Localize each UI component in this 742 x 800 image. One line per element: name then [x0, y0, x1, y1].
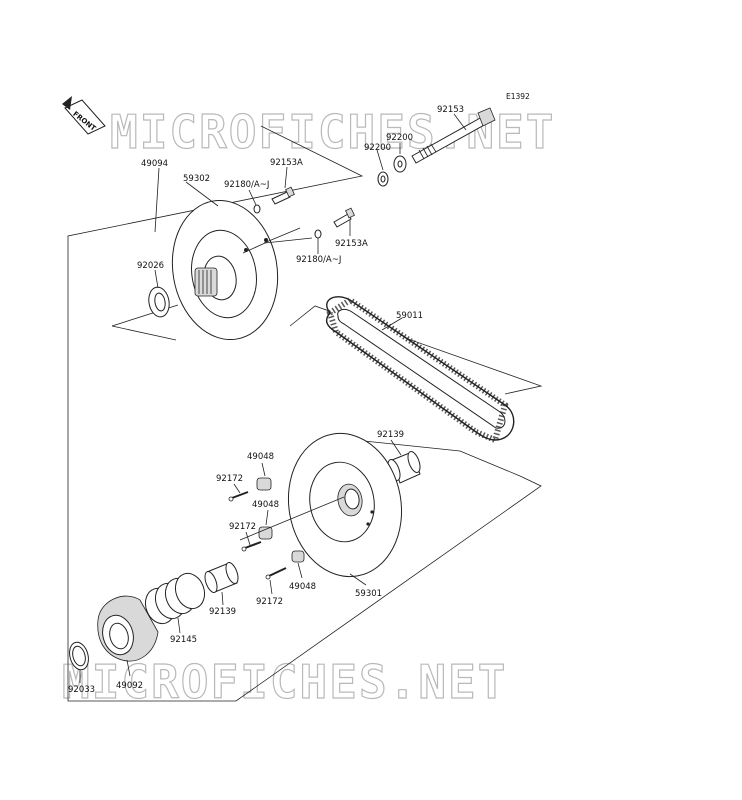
pin-92172-c [265, 567, 287, 580]
callout-92153A-b: 92153A [335, 239, 368, 249]
front-arrow-icon: FRONT [62, 96, 106, 135]
watermark-bottom: MICROFICHES.NET [62, 655, 507, 709]
movable-sheave-59301 [287, 432, 403, 578]
callout-92033: 92033 [68, 685, 95, 695]
callout-49048-a: 49048 [247, 452, 274, 462]
callout-92172-a: 92172 [216, 474, 243, 484]
callout-59011: 59011 [396, 311, 423, 321]
callout-92145: 92145 [170, 635, 197, 645]
callout-92026: 92026 [137, 261, 164, 271]
spring-92145 [144, 572, 206, 625]
diagram-code: E1392 [506, 92, 530, 101]
callout-49048-b: 49048 [252, 500, 279, 510]
callout-labels: 92153 92200 92200 49094 59302 92153A 921… [68, 105, 464, 695]
callout-92153A-a: 92153A [270, 158, 303, 168]
assembly-frame [67, 125, 542, 702]
weight-49048-b [258, 526, 273, 540]
callout-49094: 49094 [141, 159, 168, 169]
callout-92200-a: 92200 [386, 133, 413, 143]
drive-belt-59011 [325, 296, 515, 445]
weight-49048-a [256, 477, 272, 491]
washer-92200-a [393, 155, 407, 173]
callout-92139-b: 92139 [209, 607, 236, 617]
washer-92180-a [253, 204, 261, 214]
callout-92200-b: 92200 [364, 143, 391, 153]
callout-49092: 49092 [116, 681, 143, 691]
callout-92153: 92153 [437, 105, 464, 115]
cam-49092 [97, 595, 159, 662]
bolt-92153 [411, 107, 496, 164]
ring-92026 [148, 286, 170, 318]
callout-92139-a: 92139 [377, 430, 404, 440]
callout-49048-c: 49048 [289, 582, 316, 592]
weight-49048-c [291, 550, 305, 563]
bushing-92139-b [204, 562, 239, 593]
callout-92172-b: 92172 [229, 522, 256, 532]
washer-92180-b [314, 229, 322, 239]
fixed-sheave-59302 [171, 199, 279, 341]
bolt-92153A-b [333, 207, 355, 228]
callout-92172-c: 92172 [256, 597, 283, 607]
pin-92172-b [241, 541, 262, 552]
callout-92180-b: 92180/A~J [296, 255, 341, 265]
callout-59301: 59301 [355, 589, 382, 599]
pin-92172-a [228, 491, 249, 502]
circlip-92033 [69, 641, 89, 671]
callout-59302: 59302 [183, 174, 210, 184]
callout-92180-a: 92180/A~J [224, 180, 269, 190]
bolt-92153A-a [271, 186, 295, 205]
washer-92200-b [377, 171, 389, 187]
